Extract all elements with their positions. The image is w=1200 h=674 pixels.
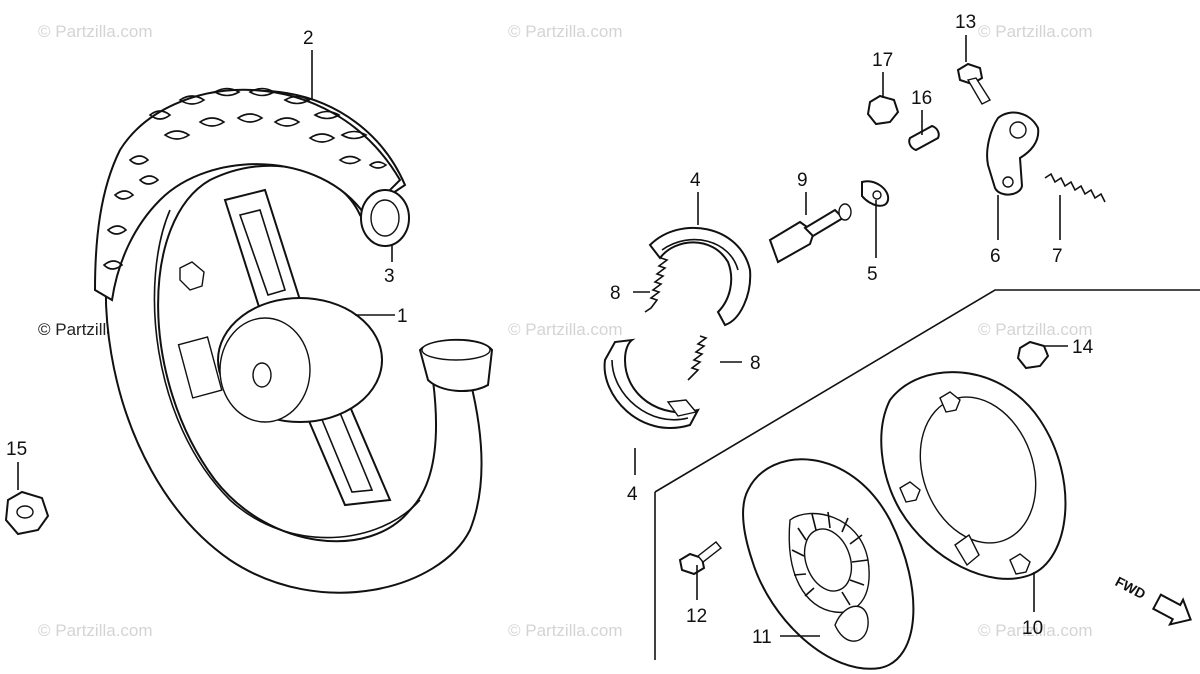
callout-5: 5 [867, 264, 878, 285]
dust-cover-ribs [791, 511, 869, 606]
part-7-spring [1044, 172, 1106, 203]
part-13-bolt [956, 62, 992, 105]
callout-7: 7 [1052, 246, 1063, 267]
wheel-assembly [93, 87, 494, 594]
fwd-direction-arrow: FWD [1113, 573, 1192, 626]
fwd-label: FWD [1113, 573, 1149, 602]
part-12-bolt [678, 541, 723, 576]
callout-8-right: 8 [750, 353, 761, 374]
brake-shoe-upper [648, 226, 752, 327]
wheel-hub-center [252, 362, 272, 388]
callout-9: 9 [797, 170, 808, 191]
leader-lines [17, 35, 1068, 637]
callout-17: 17 [872, 50, 893, 71]
callout-16: 16 [911, 88, 932, 109]
rim-inner-line [153, 209, 421, 539]
watermark-top-left: © Partzilla.com [38, 22, 153, 41]
watermark-top-center: © Partzilla.com [508, 22, 623, 41]
callout-6: 6 [990, 246, 1001, 267]
wheel-spoke-upper-slot [238, 209, 287, 296]
watermark-bottom-right: © Partzilla.com [978, 621, 1093, 640]
part-9-brake-cam [768, 203, 852, 264]
watermarks: © Partzilla.com © Partzilla.com © Partzi… [38, 22, 1093, 640]
watermark-mid-right: © Partzilla.com [978, 320, 1093, 339]
part-6-brake-arm [986, 111, 1040, 196]
callout-1: 1 [397, 306, 408, 327]
watermark-bottom-center: © Partzilla.com [508, 621, 623, 640]
part-10-brake-panel [880, 371, 1067, 580]
rim-valve-nut [179, 261, 205, 291]
callout-13: 13 [955, 12, 976, 33]
rim-cut-end-top [421, 339, 491, 361]
callout-8-left: 8 [610, 283, 621, 304]
callout-4-lower: 4 [627, 484, 638, 505]
watermark-bottom-left: © Partzilla.com [38, 621, 153, 640]
callout-2: 2 [303, 28, 314, 49]
callout-15: 15 [6, 439, 27, 460]
callout-11: 11 [752, 627, 772, 648]
brake-shoe-lower [603, 338, 700, 429]
wheel-hub-flange [177, 336, 223, 399]
panel-divider [654, 289, 1200, 493]
watermark-mid-center: © Partzilla.com [508, 320, 623, 339]
callout-3: 3 [384, 266, 395, 287]
part-5-washer [861, 180, 890, 207]
brake-spring-lower [687, 335, 708, 381]
wheel-spoke-upper [223, 188, 302, 312]
callout-12: 12 [686, 606, 707, 627]
brake-spring-upper [644, 257, 669, 313]
part-16-pin [908, 124, 940, 152]
part-11-dust-cover [742, 458, 915, 670]
callout-10: 10 [1022, 618, 1043, 639]
callout-4-upper: 4 [690, 170, 701, 191]
tire-cut-end-inner [370, 199, 400, 237]
watermark-top-right: © Partzilla.com [978, 22, 1093, 41]
callout-numbers: 1 2 3 4 4 5 6 7 8 8 9 10 11 12 13 14 15 … [6, 12, 1094, 648]
tire-tread-pattern [102, 87, 388, 270]
part-14-nut [1016, 340, 1050, 370]
part-17-nut [866, 94, 900, 126]
part-15-nut [4, 490, 50, 536]
callout-14: 14 [1072, 337, 1094, 358]
